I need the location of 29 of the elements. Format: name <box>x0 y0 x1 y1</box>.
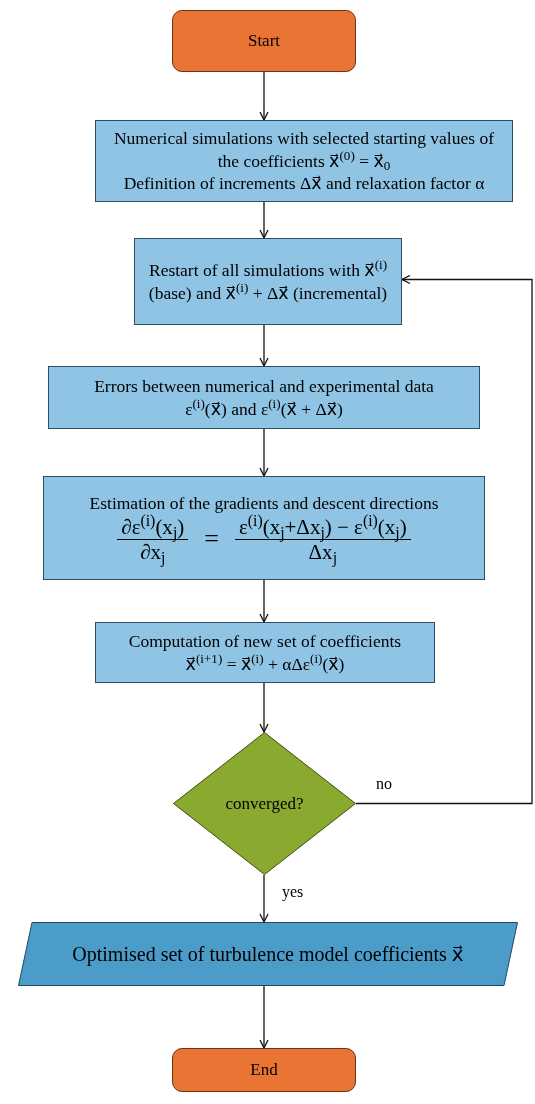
arrow <box>355 274 533 805</box>
box-text: Optimised set of turbulence model coefficients x⃗ <box>72 942 464 968</box>
process-box <box>95 622 435 683</box>
terminal-box <box>172 1048 356 1092</box>
box-text: ε$^{(i)}$(x⃗) and ε$^{(i)}$(x⃗ + Δx⃗) <box>185 397 343 421</box>
decision-text: converged? <box>225 792 304 815</box>
box-text: x⃗$^{(i+1)}$ = x⃗$^{(i)}$ + αΔε$^{(i)}$(x⃗) <box>185 652 345 676</box>
terminal-box <box>172 10 356 72</box>
terminal-text: Start <box>247 30 281 53</box>
arrow <box>259 71 269 121</box>
box-text: Numerical simulations with selected starting values of the coefficients x⃗$^{(0)}$ = x⃗$_{0}$ <box>112 126 495 173</box>
arrow <box>259 874 269 923</box>
process-box <box>134 238 402 325</box>
box-text: Estimation of the gradients and descent directions <box>89 492 439 514</box>
box-text: Computation of new set of coefficients <box>128 629 402 653</box>
process-box <box>48 366 480 429</box>
process-box <box>95 120 513 202</box>
equals-sign: = <box>204 524 219 555</box>
terminal-text: End <box>250 1059 278 1082</box>
arrow <box>259 579 269 623</box>
arrow <box>259 985 269 1049</box>
process-box <box>43 476 485 580</box>
arrow <box>259 428 269 477</box>
arrow <box>259 682 269 733</box>
arrow <box>259 324 269 367</box>
box-text: Errors between numerical and experimental data <box>94 374 434 398</box>
arrow <box>259 201 269 239</box>
box-text: Restart of all simulations with x⃗$^{(i)}$ (base) and x⃗$^{(i)}$ + Δx⃗ (incremental) <box>147 258 389 305</box>
box-text: Definition of increments Δx⃗ and relaxation factor α <box>123 172 485 196</box>
